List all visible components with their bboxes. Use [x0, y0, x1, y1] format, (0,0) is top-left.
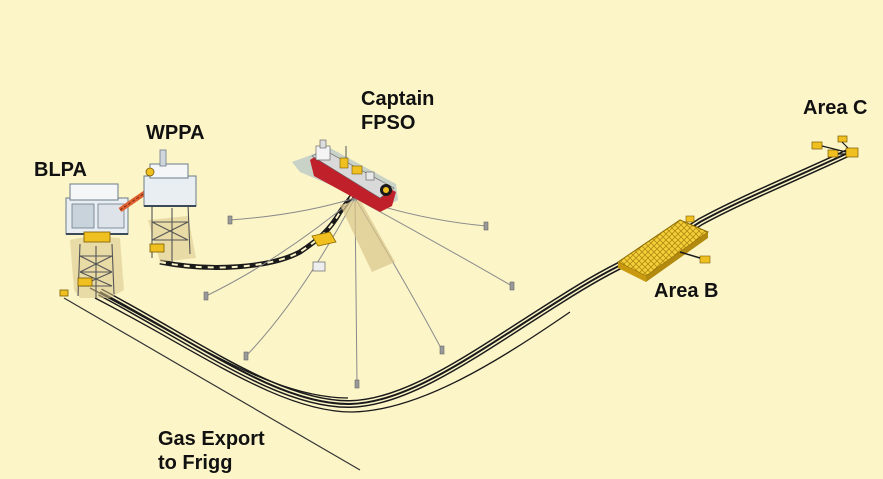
wppa-fpso-flowline	[159, 194, 354, 270]
mooring-anchors	[203, 215, 515, 389]
area-b-manifold	[617, 215, 711, 282]
blpa-pipeline-bundle-secondary	[89, 287, 571, 413]
label-area-b-text: Area B	[654, 280, 719, 302]
label-blpa: BLPA	[34, 158, 87, 182]
label-captain-fpso-line1: Captain	[361, 88, 435, 110]
riser-buoy	[311, 231, 337, 247]
area-c-wells	[811, 135, 859, 158]
wppa-platform	[143, 149, 197, 262]
label-blpa-text: BLPA	[34, 159, 87, 181]
label-wppa-text: WPPA	[146, 122, 205, 144]
blpa-platform	[59, 183, 129, 298]
riser-base-manifold	[312, 261, 326, 272]
fpso-riser-shadow	[340, 200, 395, 272]
captain-fpso-vessel	[292, 139, 398, 212]
label-gas-export: Gas Export to Frigg	[158, 427, 265, 475]
gas-export-pipeline	[63, 297, 361, 471]
label-area-c: Area C	[803, 96, 867, 120]
label-gas-export-line2: to Frigg	[158, 452, 233, 474]
label-gas-export-line1: Gas Export	[158, 428, 265, 450]
label-area-b: Area B	[654, 279, 718, 303]
label-wppa: WPPA	[146, 121, 205, 145]
main-trunk-pipeline	[98, 148, 852, 409]
label-captain-fpso-line2: FPSO	[361, 112, 416, 134]
label-captain-fpso: Captain FPSO	[361, 87, 434, 135]
label-area-c-text: Area C	[803, 97, 868, 119]
